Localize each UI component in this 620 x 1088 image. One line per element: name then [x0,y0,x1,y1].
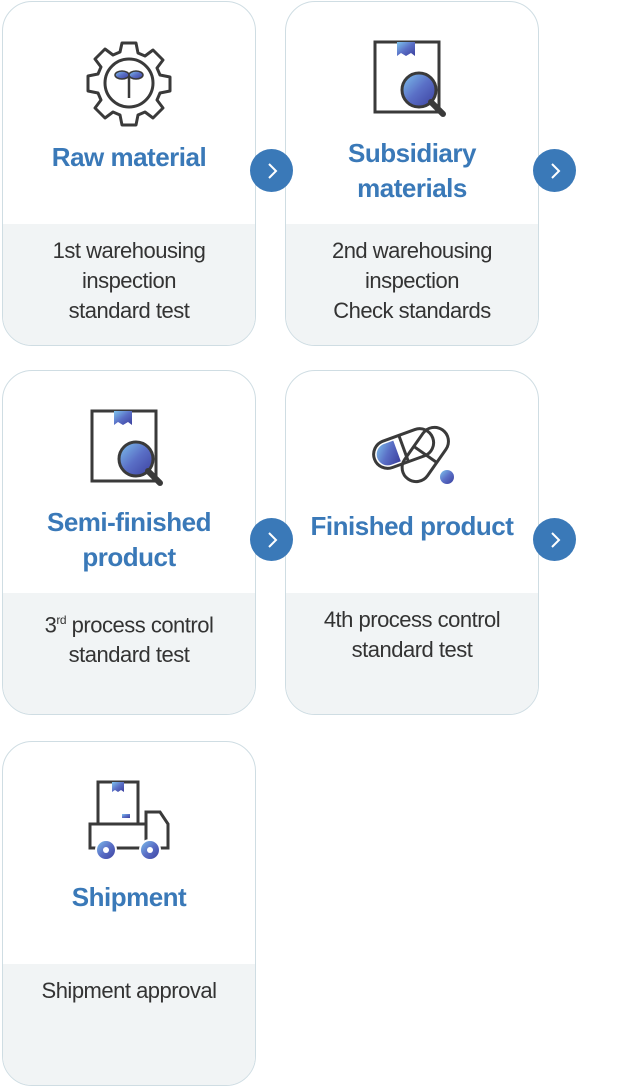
capsule-icon [372,425,454,484]
step-title-line: materials [357,173,467,203]
truck-icon [88,780,170,861]
gear-sprout-icon [86,41,172,127]
next-arrow-button[interactable] [250,149,293,192]
ordinal-number: 3 [44,612,57,638]
step-desc-line: 2nd warehousing [331,238,493,263]
step-desc-line: standard test [351,637,473,662]
step-desc-line: 4th process control [323,607,501,632]
step-title-line: Subsidiary [348,138,476,168]
step-card-subsidiary-materials: Subsidiary materials 2nd warehousing ins… [285,1,539,346]
next-arrow-button[interactable] [250,518,293,561]
box-magnifier-icon [90,409,163,486]
step-desc-line: Check standards [333,298,491,323]
step-card-finished-product: Finished product 4th process control sta… [285,370,539,715]
step-desc-line: standard test [68,298,190,323]
chevron-right-icon [267,162,277,179]
step-desc-text: process control [66,612,214,638]
chevron-right-icon [550,531,560,548]
step-title: Semi-finished product [3,505,255,575]
step-title: Subsidiary materials [286,136,538,206]
step-desc-line: 3rd process control [3,605,255,640]
step-title-line: Semi-finished [47,507,211,537]
ordinal-suffix: rd [56,613,67,627]
step-desc-line: inspection [81,268,177,293]
step-desc-line: standard test [68,642,190,668]
chevron-right-icon [267,531,277,548]
step-card-semi-finished-product: Semi-finished product 3rd process contro… [2,370,256,715]
chevron-right-icon [550,162,560,179]
box-magnifier-icon [373,40,446,117]
step-card-shipment: Shipment Shipment approval [2,741,256,1086]
step-title: Shipment [71,882,187,912]
step-title-line: product [82,542,176,572]
step-desc-line: inspection [364,268,460,293]
step-title: Finished product [310,511,514,541]
step-desc-line: 1st warehousing [52,238,206,263]
step-card-raw-material: Raw material 1st warehousing inspection … [2,1,256,346]
next-arrow-button[interactable] [533,518,576,561]
step-title: Raw material [51,142,207,172]
next-arrow-button[interactable] [533,149,576,192]
step-desc-line: Shipment approval [41,978,217,1003]
